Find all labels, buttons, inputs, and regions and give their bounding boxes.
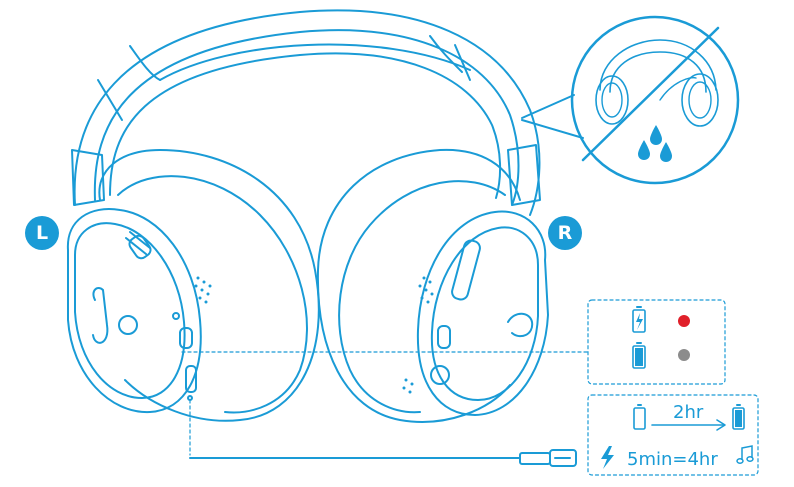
lightning-icon [601, 446, 614, 469]
battery-full-icon-2 [735, 410, 742, 427]
music-note-icon [736, 445, 754, 464]
left-mic-grille [194, 276, 212, 304]
led-red-indicator [678, 315, 690, 327]
left-side-badge: L [25, 216, 59, 250]
battery-full-icon [635, 348, 643, 366]
water-drops-icon [638, 125, 672, 162]
charge-duration-label: 2hr [673, 402, 704, 423]
right-mic-grille [402, 276, 434, 394]
led-gray-indicator [678, 349, 690, 361]
water-warning-callout [521, 15, 740, 185]
usb-c-cable [189, 449, 577, 467]
fast-charge-label: 5min=4hr [627, 449, 718, 470]
indicator-leader-lines [181, 351, 589, 456]
right-ear-cup [316, 148, 549, 423]
battery-charging-icon [636, 313, 643, 330]
led-status-box [587, 299, 726, 385]
headband [71, 9, 541, 216]
left-ear-cup [66, 149, 320, 422]
charging-time-box [587, 394, 759, 476]
right-side-badge: R [548, 216, 582, 250]
